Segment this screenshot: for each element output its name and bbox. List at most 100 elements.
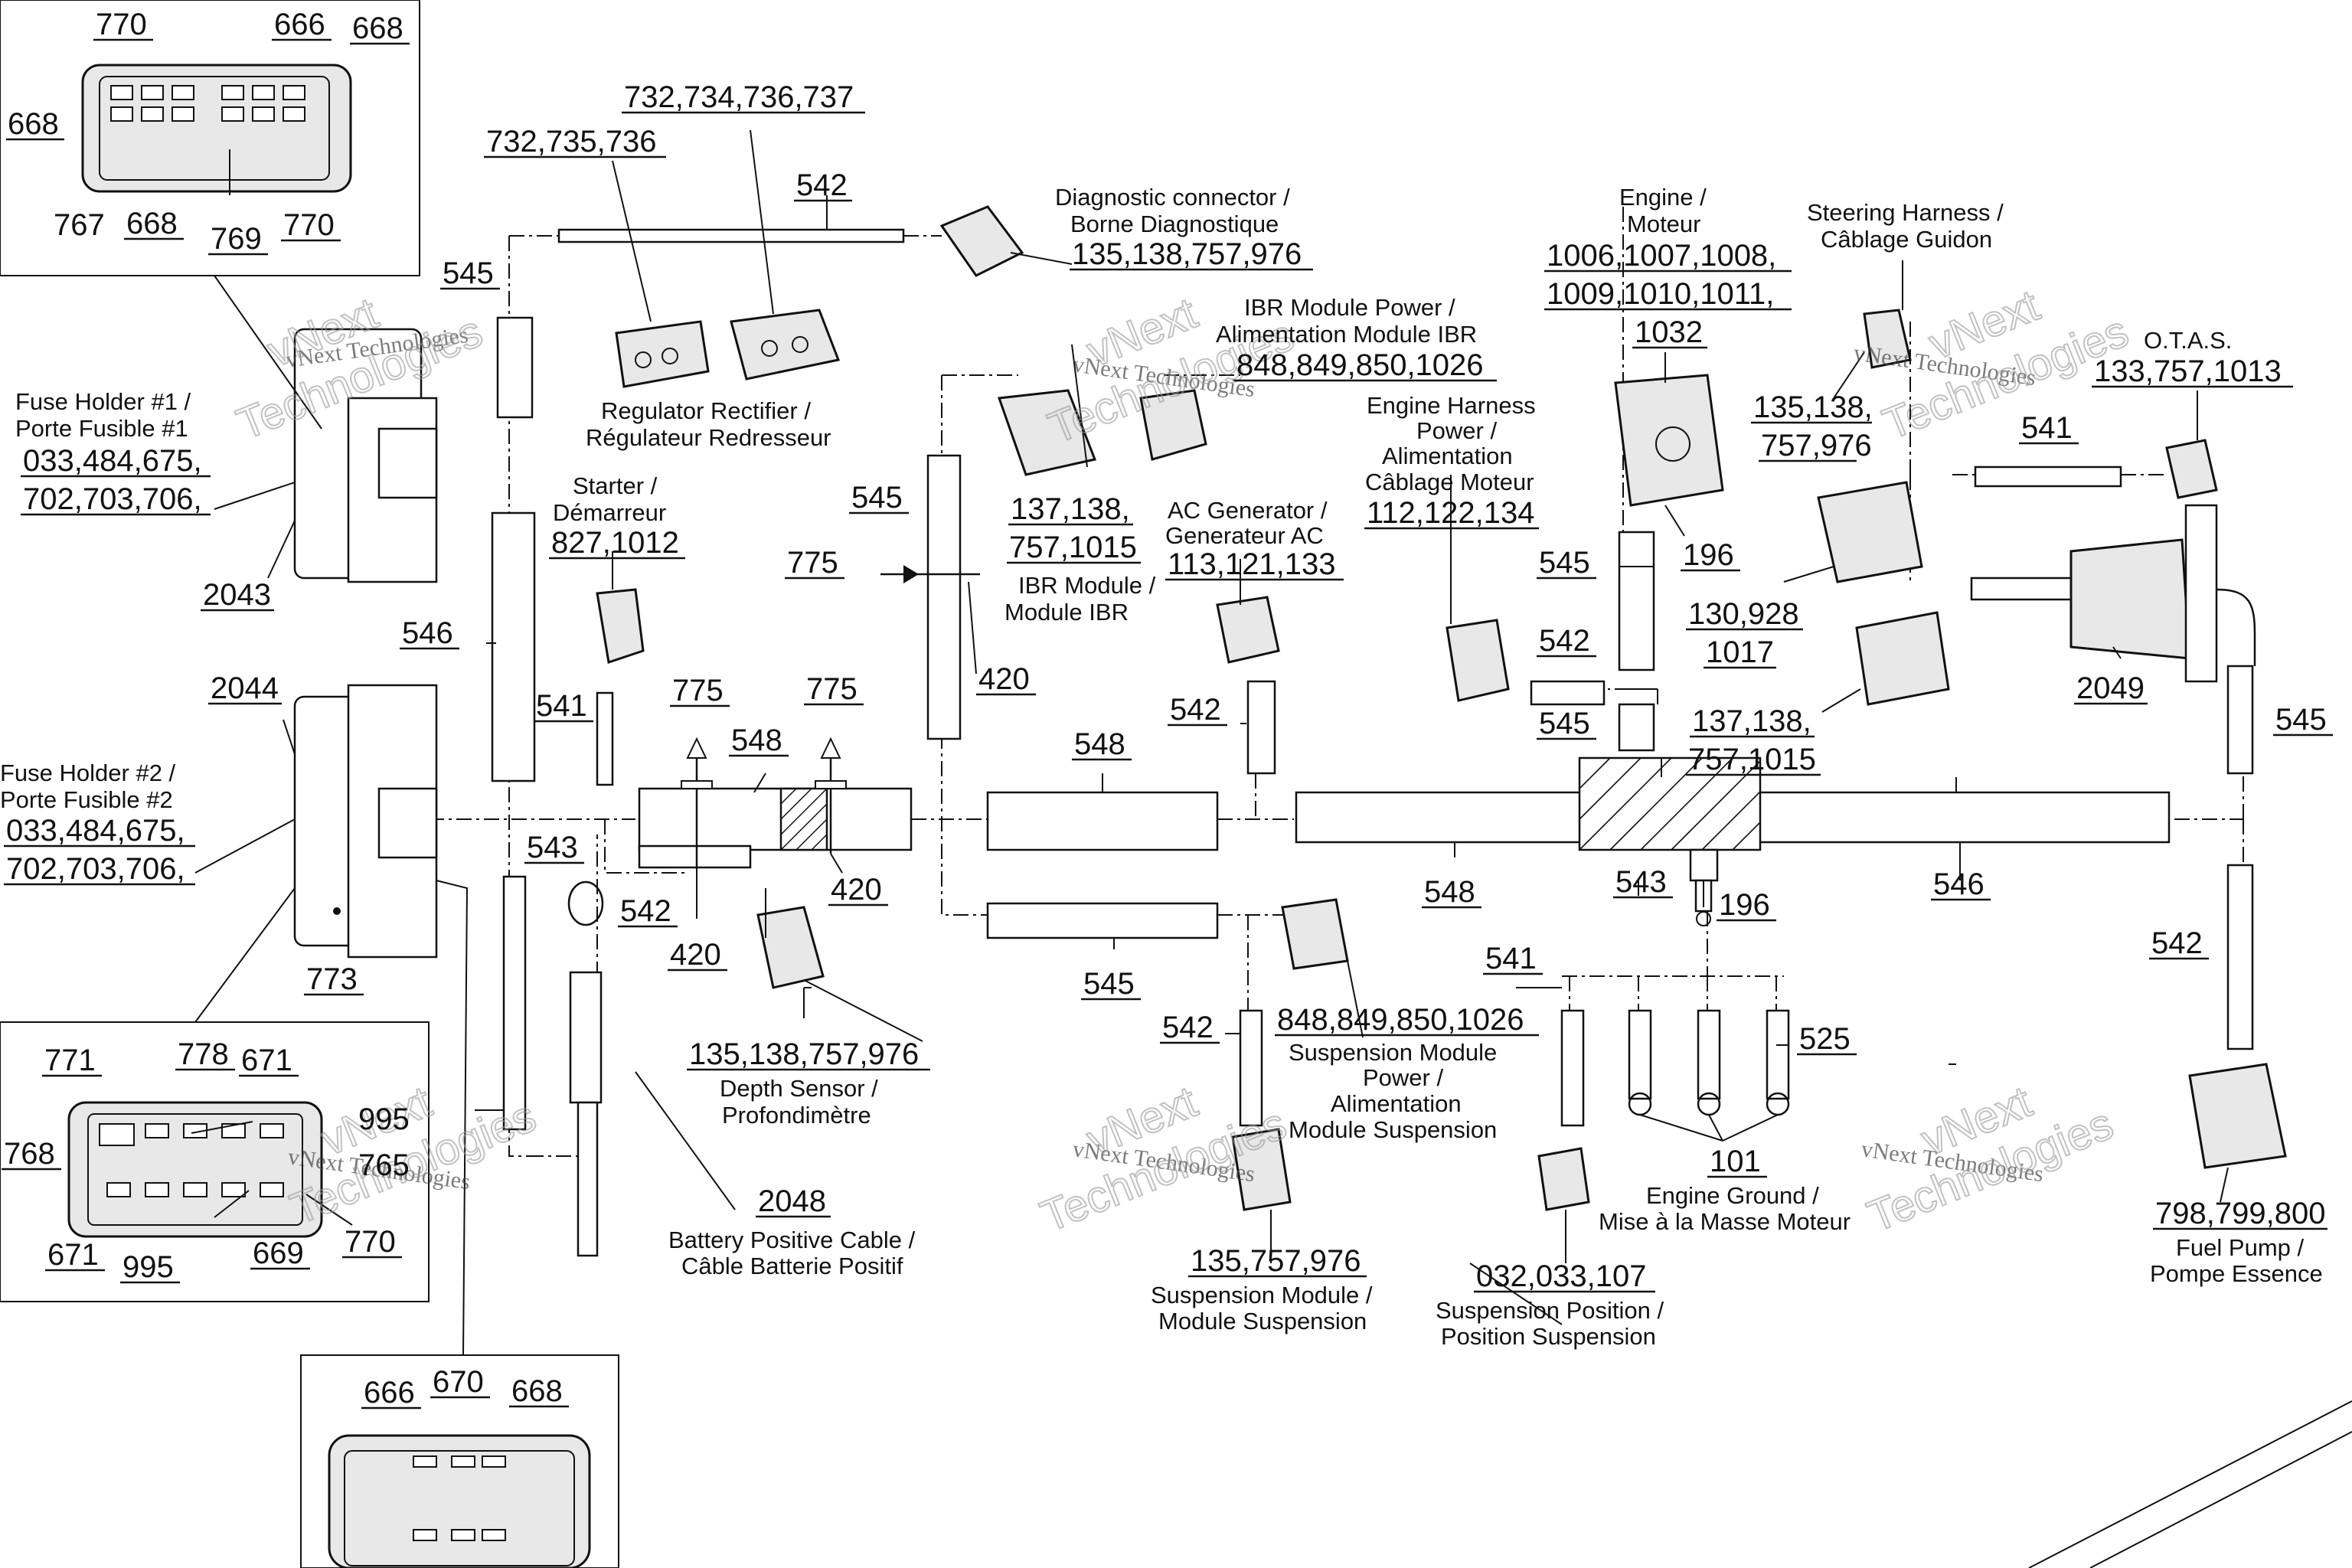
ibr-module-stud [880,565,980,583]
suspension-module-connector [1231,1128,1292,1211]
callout-420: 420 [831,873,882,906]
callout-775: 775 [806,672,858,706]
callout-135-138: 135,138, [1753,390,1873,424]
diagnostic-connector-label-fr: Borne Diagnostique [1070,211,1279,237]
callout-545: 545 [851,481,903,514]
callout-543: 543 [527,831,578,864]
fuse-holder-2-label-fr: Porte Fusible #2 [0,786,173,813]
callout-668: 668 [8,107,59,141]
callout-541: 541 [536,689,587,723]
harness-tubes [491,228,2254,1131]
callout-101: 101 [1710,1145,1761,1178]
ac-generator-connector [1216,596,1280,664]
callout-671: 671 [47,1238,99,1272]
leader-lines [191,129,2229,1356]
fuel-pump-parts: 798,799,800 [2155,1197,2325,1230]
ac-generator-parts: 113,121,133 [1168,547,1335,581]
callout-420: 420 [978,662,1030,696]
callout-666: 666 [364,1376,415,1410]
callout-770: 770 [345,1225,396,1259]
callout-545: 545 [2275,703,2327,737]
callout-545: 545 [1539,707,1590,740]
ac-generator-label-fr: Generateur AC [1165,522,1324,549]
ac-generator-label: AC Generator / [1168,497,1328,524]
callout-775: 775 [787,546,838,580]
callout-130-928: 130,928 [1688,597,1799,631]
suspension-module-power-label-4: Module Suspension [1289,1116,1497,1143]
regulator-rectifier-label: Regulator Rectifier / [601,397,811,424]
diagnostic-connector [939,205,1024,277]
starter-label-fr: Démarreur [553,499,666,526]
engine-parts-1: 1006,1007,1008, [1547,239,1776,273]
engine-harness-power-parts: 112,122,134 [1367,496,1534,530]
callout-778: 778 [178,1037,229,1071]
ibr-module-label: IBR Module / [1018,572,1156,599]
callout-546: 546 [402,616,453,650]
callout-2043: 2043 [203,578,271,612]
starter-parts: 827,1012 [551,526,679,560]
starter-label: Starter / [573,472,658,499]
callout-768: 768 [4,1137,55,1171]
fuse-holder-2-parts-2: 702,703,706, [6,852,185,886]
ibr-module-power-parts: 848,849,850,1026 [1236,348,1484,382]
engine-harness-power-label-3: Alimentation [1382,443,1513,469]
throttle-boot-2049 [2069,504,2256,683]
callout-770: 770 [283,208,335,242]
callout-2048: 2048 [758,1184,826,1218]
bottom-left-connector-detail-box [0,1021,430,1302]
callout-669: 669 [253,1236,304,1270]
callout-732-735-736: 732,735,736 [486,125,656,158]
depth-sensor-label-fr: Profondimètre [722,1102,871,1129]
engine-label: Engine / [1619,184,1707,211]
callout-771: 771 [44,1044,96,1077]
ibr-module-parts-2: 757,1015 [1009,531,1137,564]
engine-harness-power-label-4: Câblage Moteur [1365,469,1534,495]
regulator-rectifier-label-fr: Régulateur Redresseur [586,424,831,451]
suspension-position-parts: 032,033,107 [1476,1259,1646,1293]
fuse-holder-1-label: Fuse Holder #1 / [15,388,191,415]
callout-542: 542 [796,168,848,202]
fuse-holder-1-parts-2: 702,703,706, [23,482,202,516]
fuse-holder-2 [293,684,438,959]
callout-542: 542 [620,894,671,928]
depth-sensor-parts: 135,138,757,976 [689,1037,919,1071]
diagnostic-connector-label: Diagnostic connector / [1055,184,1290,211]
callout-2049: 2049 [2076,671,2145,705]
callout-543: 543 [1615,865,1667,899]
studs-775 [681,737,847,869]
suspension-module-power-label-3: Alimentation [1331,1090,1462,1117]
suspension-module-parts: 135,757,976 [1191,1244,1361,1278]
callout-757-1015: 757,1015 [1688,743,1816,776]
callout-541: 541 [2021,411,2073,445]
engine-harness-power-connector [1446,619,1510,702]
suspension-module-power-parts: 848,849,850,1026 [1277,1003,1524,1037]
suspension-module-power-connector [1281,898,1349,970]
otas-label: O.T.A.S. [2144,327,2232,354]
callout-773: 773 [306,962,358,996]
callout-668: 668 [126,207,178,240]
ibr-module-power-connectors [997,389,1207,476]
callout-767: 767 [54,208,105,242]
callout-668: 668 [511,1374,563,1408]
callout-670: 670 [433,1365,484,1399]
callout-545: 545 [1083,967,1135,1001]
fuse-holder-1-parts-1: 033,484,675, [23,444,202,478]
callout-548: 548 [731,724,782,757]
callout-757-976: 757,976 [1761,429,1872,462]
callout-196: 196 [1719,888,1770,922]
fuse-holder-1 [293,328,438,583]
steering-harness-connectors-mid [1817,481,1950,706]
labels: 770 666 668 668 767 668 769 770 545 Fuse… [0,8,2333,1410]
engine-parts-2: 1009,1010,1011, [1547,277,1774,311]
steering-harness-label: Steering Harness / [1807,199,2004,226]
fuse-holder-1-label-fr: Porte Fusible #1 [15,415,188,442]
ibr-module-label-fr: Module IBR [1004,599,1129,626]
callout-548: 548 [1074,727,1125,761]
steering-harness-label-fr: Câblage Guidon [1821,226,1992,253]
otas-connector [2165,439,2218,499]
callout-541: 541 [1485,942,1537,975]
suspension-module-power-label: Suspension Module [1289,1039,1497,1066]
engine-label-fr: Moteur [1627,211,1700,237]
diagnostic-connector-parts: 135,138,757,976 [1072,237,1302,271]
